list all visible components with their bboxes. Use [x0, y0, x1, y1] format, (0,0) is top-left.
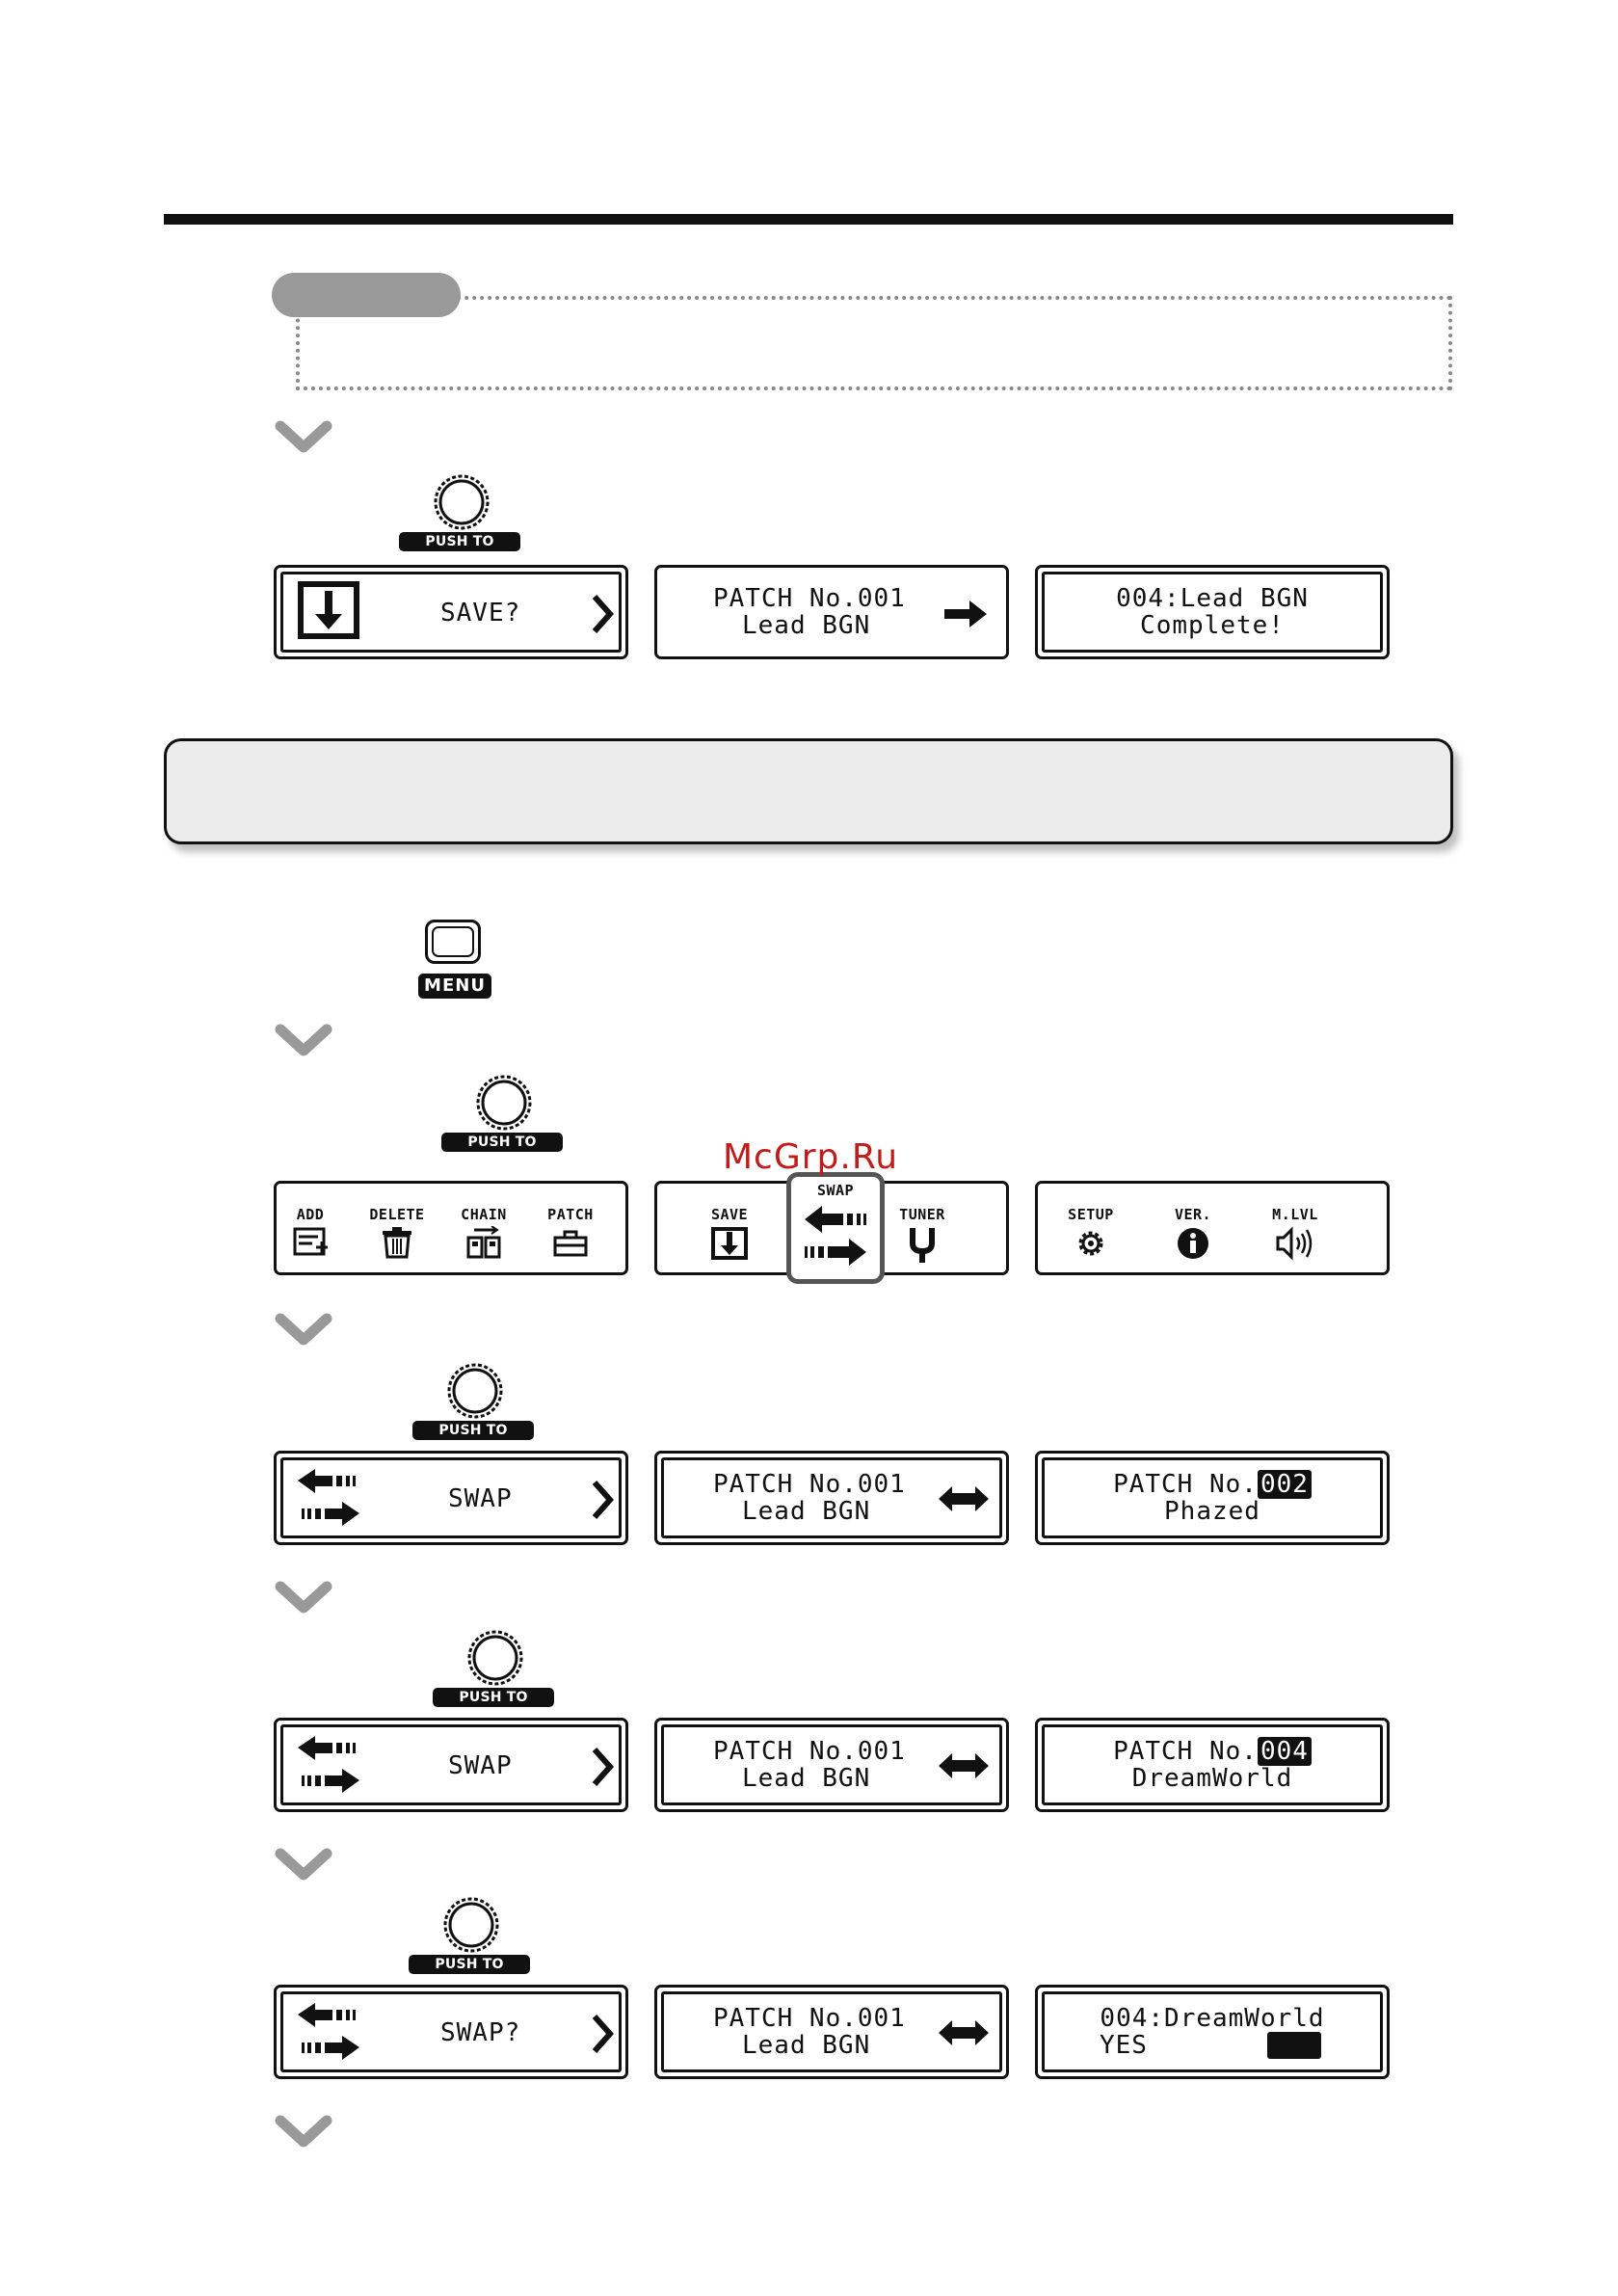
swap-icon: [298, 2003, 359, 2060]
lcd-target-patch-screen: PATCH No.002 Phazed: [1035, 1451, 1390, 1545]
info-icon: [1178, 1228, 1208, 1259]
menu-key: [425, 920, 481, 964]
menu-screen-page-1: ADD DELETE CHAIN PATCH: [274, 1181, 628, 1275]
lcd-line: Lead BGN: [742, 1764, 871, 1793]
step-chevron-icon: [275, 2115, 332, 2149]
dial-knob-icon: [443, 1897, 499, 1953]
dial-label: PUSH TO ENTER: [433, 1688, 554, 1724]
step-chevron-icon: [275, 1581, 332, 1615]
step-chevron-icon: [275, 1024, 332, 1058]
lcd-swap-screen: SWAP: [274, 1451, 628, 1545]
speaker-icon: [1276, 1226, 1313, 1261]
menu-item-chain[interactable]: CHAIN: [450, 1207, 517, 1259]
save-icon: [298, 581, 359, 639]
arrow-right-icon: [944, 601, 987, 627]
lcd-line: Lead BGN: [742, 1497, 871, 1526]
gear-icon: [1078, 1231, 1103, 1256]
lcd-line: PATCH No.001: [713, 1737, 906, 1766]
lcd-line: Phazed: [1164, 1497, 1260, 1526]
lcd-line: Lead BGN: [742, 611, 871, 640]
menu-item-tuner[interactable]: TUNER: [889, 1207, 956, 1263]
dial-label: PUSH TO ENTER: [441, 1133, 563, 1169]
lcd-target-patch-screen: PATCH No.004 DreamWorld: [1035, 1718, 1390, 1812]
hint-tag: [272, 273, 461, 317]
chevron-right-icon: [592, 1481, 614, 1519]
menu-button-label: MENU: [418, 974, 491, 999]
lcd-swap-screen: SWAP: [274, 1718, 628, 1812]
lcd-line: 004:DreamWorld: [1100, 2004, 1325, 2033]
lcd-line: SAVE?: [440, 599, 521, 627]
menu-button[interactable]: MENU: [415, 920, 496, 1002]
step-chevron-icon: [275, 420, 332, 455]
lcd-line: SWAP?: [440, 2018, 521, 2047]
selected-patch-number[interactable]: 002: [1257, 1470, 1312, 1499]
lcd-line: PATCH No.004: [1038, 1737, 1387, 1766]
lcd-save-screen: SAVE?: [274, 565, 628, 659]
save-icon: [711, 1227, 748, 1260]
menu-item-setup[interactable]: SETUP: [1057, 1207, 1125, 1261]
chevron-right-icon: [592, 1748, 614, 1786]
dial-label: PUSH TO ENTER: [412, 1421, 534, 1457]
menu-screen-page-3: SETUP VER. M.LVL: [1035, 1181, 1390, 1275]
lcd-line: PATCH No.001: [713, 1470, 906, 1499]
lcd-line: PATCH No.002: [1038, 1470, 1387, 1499]
tuning-fork-icon: [910, 1228, 935, 1263]
lcd-line: Complete!: [1140, 611, 1285, 640]
dial-knob-icon: [476, 1075, 532, 1131]
hint-box: [296, 296, 1452, 390]
lcd-line: PATCH No.001: [713, 584, 906, 613]
push-to-enter-dial[interactable]: PUSH TO ENTER: [409, 1895, 534, 1991]
arrow-left-right-icon: [939, 1753, 989, 1778]
add-icon: [293, 1227, 328, 1256]
dial-knob-icon: [447, 1363, 503, 1419]
arrow-left-right-icon: [939, 2020, 989, 2045]
dial-knob-icon: [467, 1630, 523, 1686]
lcd-patch-screen: PATCH No.001 Lead BGN: [654, 1718, 1009, 1812]
menu-item-master-level[interactable]: M.LVL: [1261, 1207, 1329, 1261]
swap-icon: [298, 1736, 359, 1793]
arrow-left-right-icon: [939, 1486, 989, 1511]
swap-icon: [805, 1206, 866, 1266]
toolbox-icon: [553, 1230, 588, 1257]
menu-item-add[interactable]: ADD: [277, 1207, 344, 1259]
swap-icon: [298, 1469, 359, 1526]
chevron-right-icon: [592, 2015, 614, 2053]
menu-item-save[interactable]: SAVE: [696, 1207, 763, 1261]
dial-label: PUSH TO ENTER: [409, 1955, 530, 1991]
menu-item-swap[interactable]: SWAP: [786, 1172, 885, 1284]
lcd-patch-screen: PATCH No.001 Lead BGN: [654, 1985, 1009, 2079]
lcd-line: PATCH No.001: [713, 2004, 906, 2033]
dial-label: PUSH TO ENTER: [399, 532, 520, 569]
push-to-enter-dial[interactable]: PUSH TO ENTER: [441, 1073, 567, 1169]
section-header: [164, 738, 1453, 844]
trash-icon: [383, 1227, 411, 1259]
no-option[interactable]: NO: [1267, 2032, 1321, 2059]
lcd-complete-screen: 004:Lead BGN Complete!: [1035, 565, 1390, 659]
chevron-right-icon: [592, 595, 614, 633]
selected-patch-number[interactable]: 004: [1257, 1737, 1312, 1766]
push-to-enter-dial[interactable]: PUSH TO ENTER: [412, 1361, 538, 1457]
lcd-line: Lead BGN: [742, 2031, 871, 2060]
lcd-line: DreamWorld: [1131, 1764, 1293, 1793]
push-to-enter-dial[interactable]: PUSH TO ENTER: [399, 472, 524, 569]
top-rule: [164, 214, 1453, 225]
lcd-patch-screen: PATCH No.001 Lead BGN: [654, 565, 1009, 659]
menu-item-patch[interactable]: PATCH: [537, 1207, 604, 1259]
lcd-confirm-screen: 004:DreamWorld YES NO: [1035, 1985, 1390, 2079]
lcd-line: SWAP: [448, 1751, 513, 1780]
lcd-swap-confirm-screen: SWAP?: [274, 1985, 628, 2079]
step-chevron-icon: [275, 1313, 332, 1348]
lcd-patch-screen: PATCH No.001 Lead BGN: [654, 1451, 1009, 1545]
menu-item-version[interactable]: VER.: [1159, 1207, 1227, 1261]
step-chevron-icon: [275, 1848, 332, 1882]
dial-knob-icon: [434, 474, 490, 530]
yes-option[interactable]: YES: [1100, 2031, 1148, 2060]
chain-icon: [466, 1226, 501, 1259]
lcd-line: 004:Lead BGN: [1116, 584, 1309, 613]
watermark-text: McGrp.Ru: [723, 1137, 899, 1177]
menu-item-delete[interactable]: DELETE: [363, 1207, 431, 1259]
push-to-enter-dial[interactable]: PUSH TO ENTER: [433, 1628, 558, 1724]
lcd-line: SWAP: [448, 1484, 513, 1513]
